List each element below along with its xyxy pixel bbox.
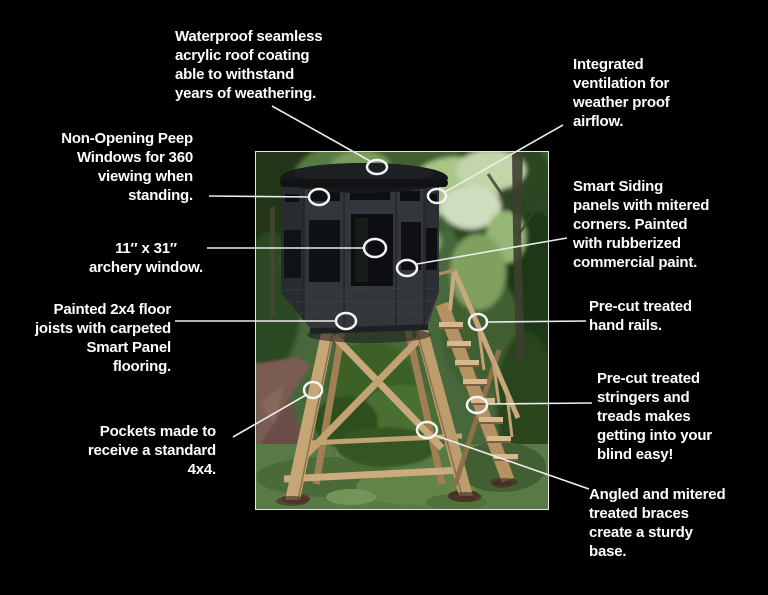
photo-illustration bbox=[256, 152, 548, 509]
annotation-peep-windows: Non-Opening Peep Windows for 360 viewing… bbox=[61, 130, 193, 204]
annotation-hand-rails: Pre-cut treated hand rails. bbox=[589, 298, 692, 334]
annotation-ventilation: Integrated ventilation for weather proof… bbox=[573, 56, 670, 130]
annotation-pockets: Pockets made to receive a standard 4x4. bbox=[87, 423, 216, 478]
annotation-smart-siding: Smart Siding panels with mitered corners… bbox=[573, 178, 710, 271]
photo-stand bbox=[276, 324, 482, 506]
annotation-roof-coating: Waterproof seamless acrylic roof coating… bbox=[175, 28, 323, 102]
annotation-stringers: Pre-cut treated stringers and treads mak… bbox=[597, 370, 712, 463]
annotation-archery-window: 11″ x 31″ archery window. bbox=[89, 240, 203, 276]
photo-blind bbox=[280, 163, 448, 343]
annotation-floor-joists: Painted 2x4 floor joists with carpeted S… bbox=[34, 301, 171, 375]
product-photo bbox=[255, 151, 549, 510]
annotation-braces: Angled and mitered treated braces create… bbox=[589, 486, 726, 560]
